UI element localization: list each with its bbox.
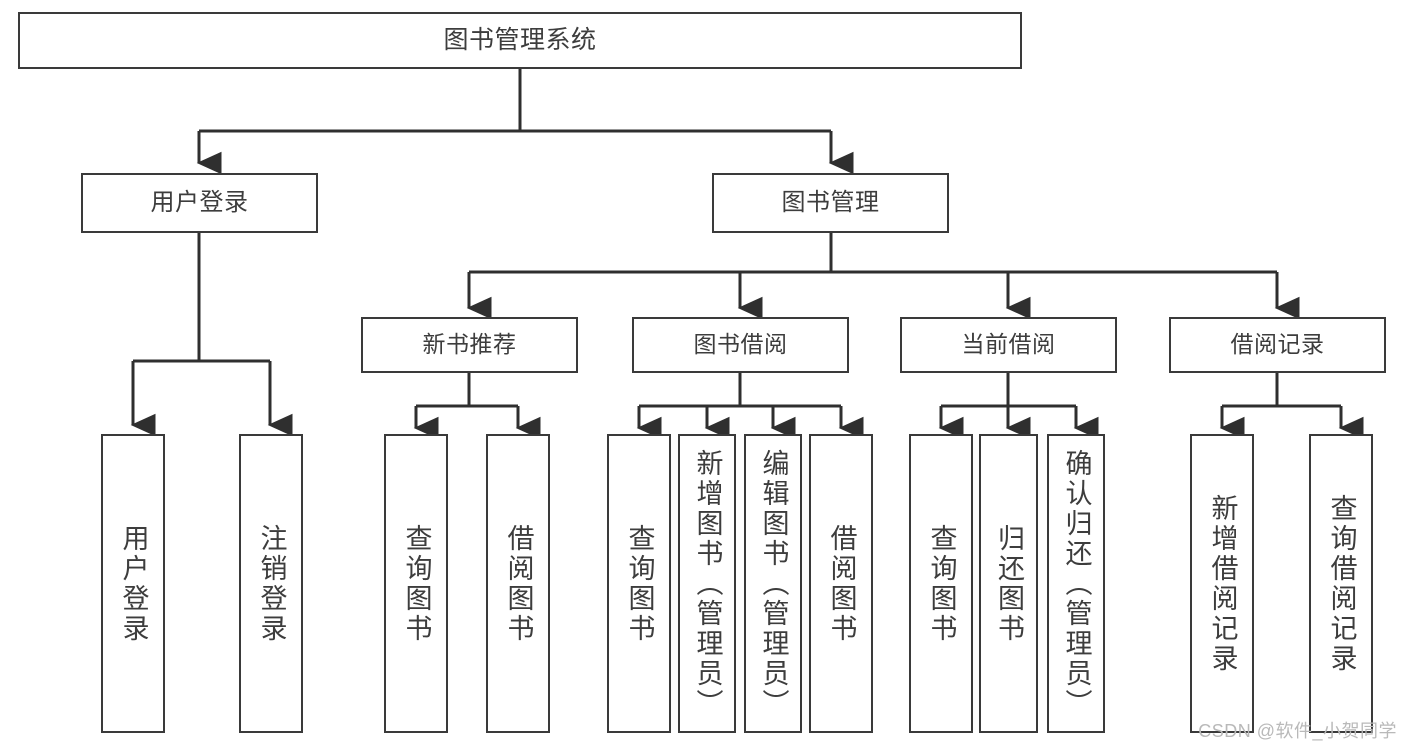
leaf-book-borrow-add-label: 新增图书（管理员） [692,448,723,719]
node-user-login-label: 用户登录 [150,188,249,216]
node-root-system[interactable]: 图书管理系统 [18,12,1022,69]
leaf-user-login-signout[interactable]: 注销登录 [239,434,303,733]
leaf-current-borrow-query-label: 查询图书 [926,523,957,644]
leaf-book-borrow-edit[interactable]: 编辑图书（管理员） [744,434,802,733]
leaf-current-borrow-return[interactable]: 归还图书 [979,434,1038,733]
node-book-management-label: 图书管理 [781,188,880,216]
node-borrow-record[interactable]: 借阅记录 [1169,317,1386,373]
leaf-current-borrow-return-label: 归还图书 [994,523,1024,644]
node-book-borrow[interactable]: 图书借阅 [632,317,849,373]
leaf-current-borrow-confirm-return[interactable]: 确认归还（管理员） [1047,434,1105,733]
node-new-book-recommend[interactable]: 新书推荐 [361,317,578,373]
node-user-login[interactable]: 用户登录 [81,173,318,233]
leaf-book-borrow-borrow-label: 借阅图书 [826,523,857,644]
node-borrow-record-label: 借阅记录 [1230,331,1325,358]
leaf-current-borrow-confirm-return-label: 确认归还（管理员） [1061,448,1092,719]
leaf-new-book-borrow-label: 借阅图书 [503,523,534,644]
leaf-borrow-record-add-label: 新增借阅记录 [1207,493,1238,674]
node-root-system-label: 图书管理系统 [443,25,597,54]
leaf-new-book-query[interactable]: 查询图书 [384,434,448,733]
leaf-borrow-record-query[interactable]: 查询借阅记录 [1309,434,1373,733]
leaf-borrow-record-add[interactable]: 新增借阅记录 [1190,434,1254,733]
leaf-book-borrow-edit-label: 编辑图书（管理员） [758,448,789,719]
leaf-current-borrow-query[interactable]: 查询图书 [909,434,973,733]
node-book-management[interactable]: 图书管理 [712,173,949,233]
leaf-book-borrow-query[interactable]: 查询图书 [607,434,671,733]
node-book-borrow-label: 图书借阅 [693,331,788,358]
leaf-book-borrow-query-label: 查询图书 [624,523,655,644]
leaf-user-login-signin[interactable]: 用户登录 [101,434,165,733]
leaf-book-borrow-borrow[interactable]: 借阅图书 [809,434,873,733]
node-new-book-recommend-label: 新书推荐 [422,331,517,358]
leaf-new-book-borrow[interactable]: 借阅图书 [486,434,550,733]
leaf-user-login-signout-label: 注销登录 [256,523,287,644]
leaf-book-borrow-add[interactable]: 新增图书（管理员） [678,434,736,733]
node-current-borrow[interactable]: 当前借阅 [900,317,1117,373]
leaf-borrow-record-query-label: 查询借阅记录 [1326,493,1357,674]
leaf-new-book-query-label: 查询图书 [401,523,432,644]
leaf-user-login-signin-label: 用户登录 [118,523,149,644]
node-current-borrow-label: 当前借阅 [961,331,1056,358]
